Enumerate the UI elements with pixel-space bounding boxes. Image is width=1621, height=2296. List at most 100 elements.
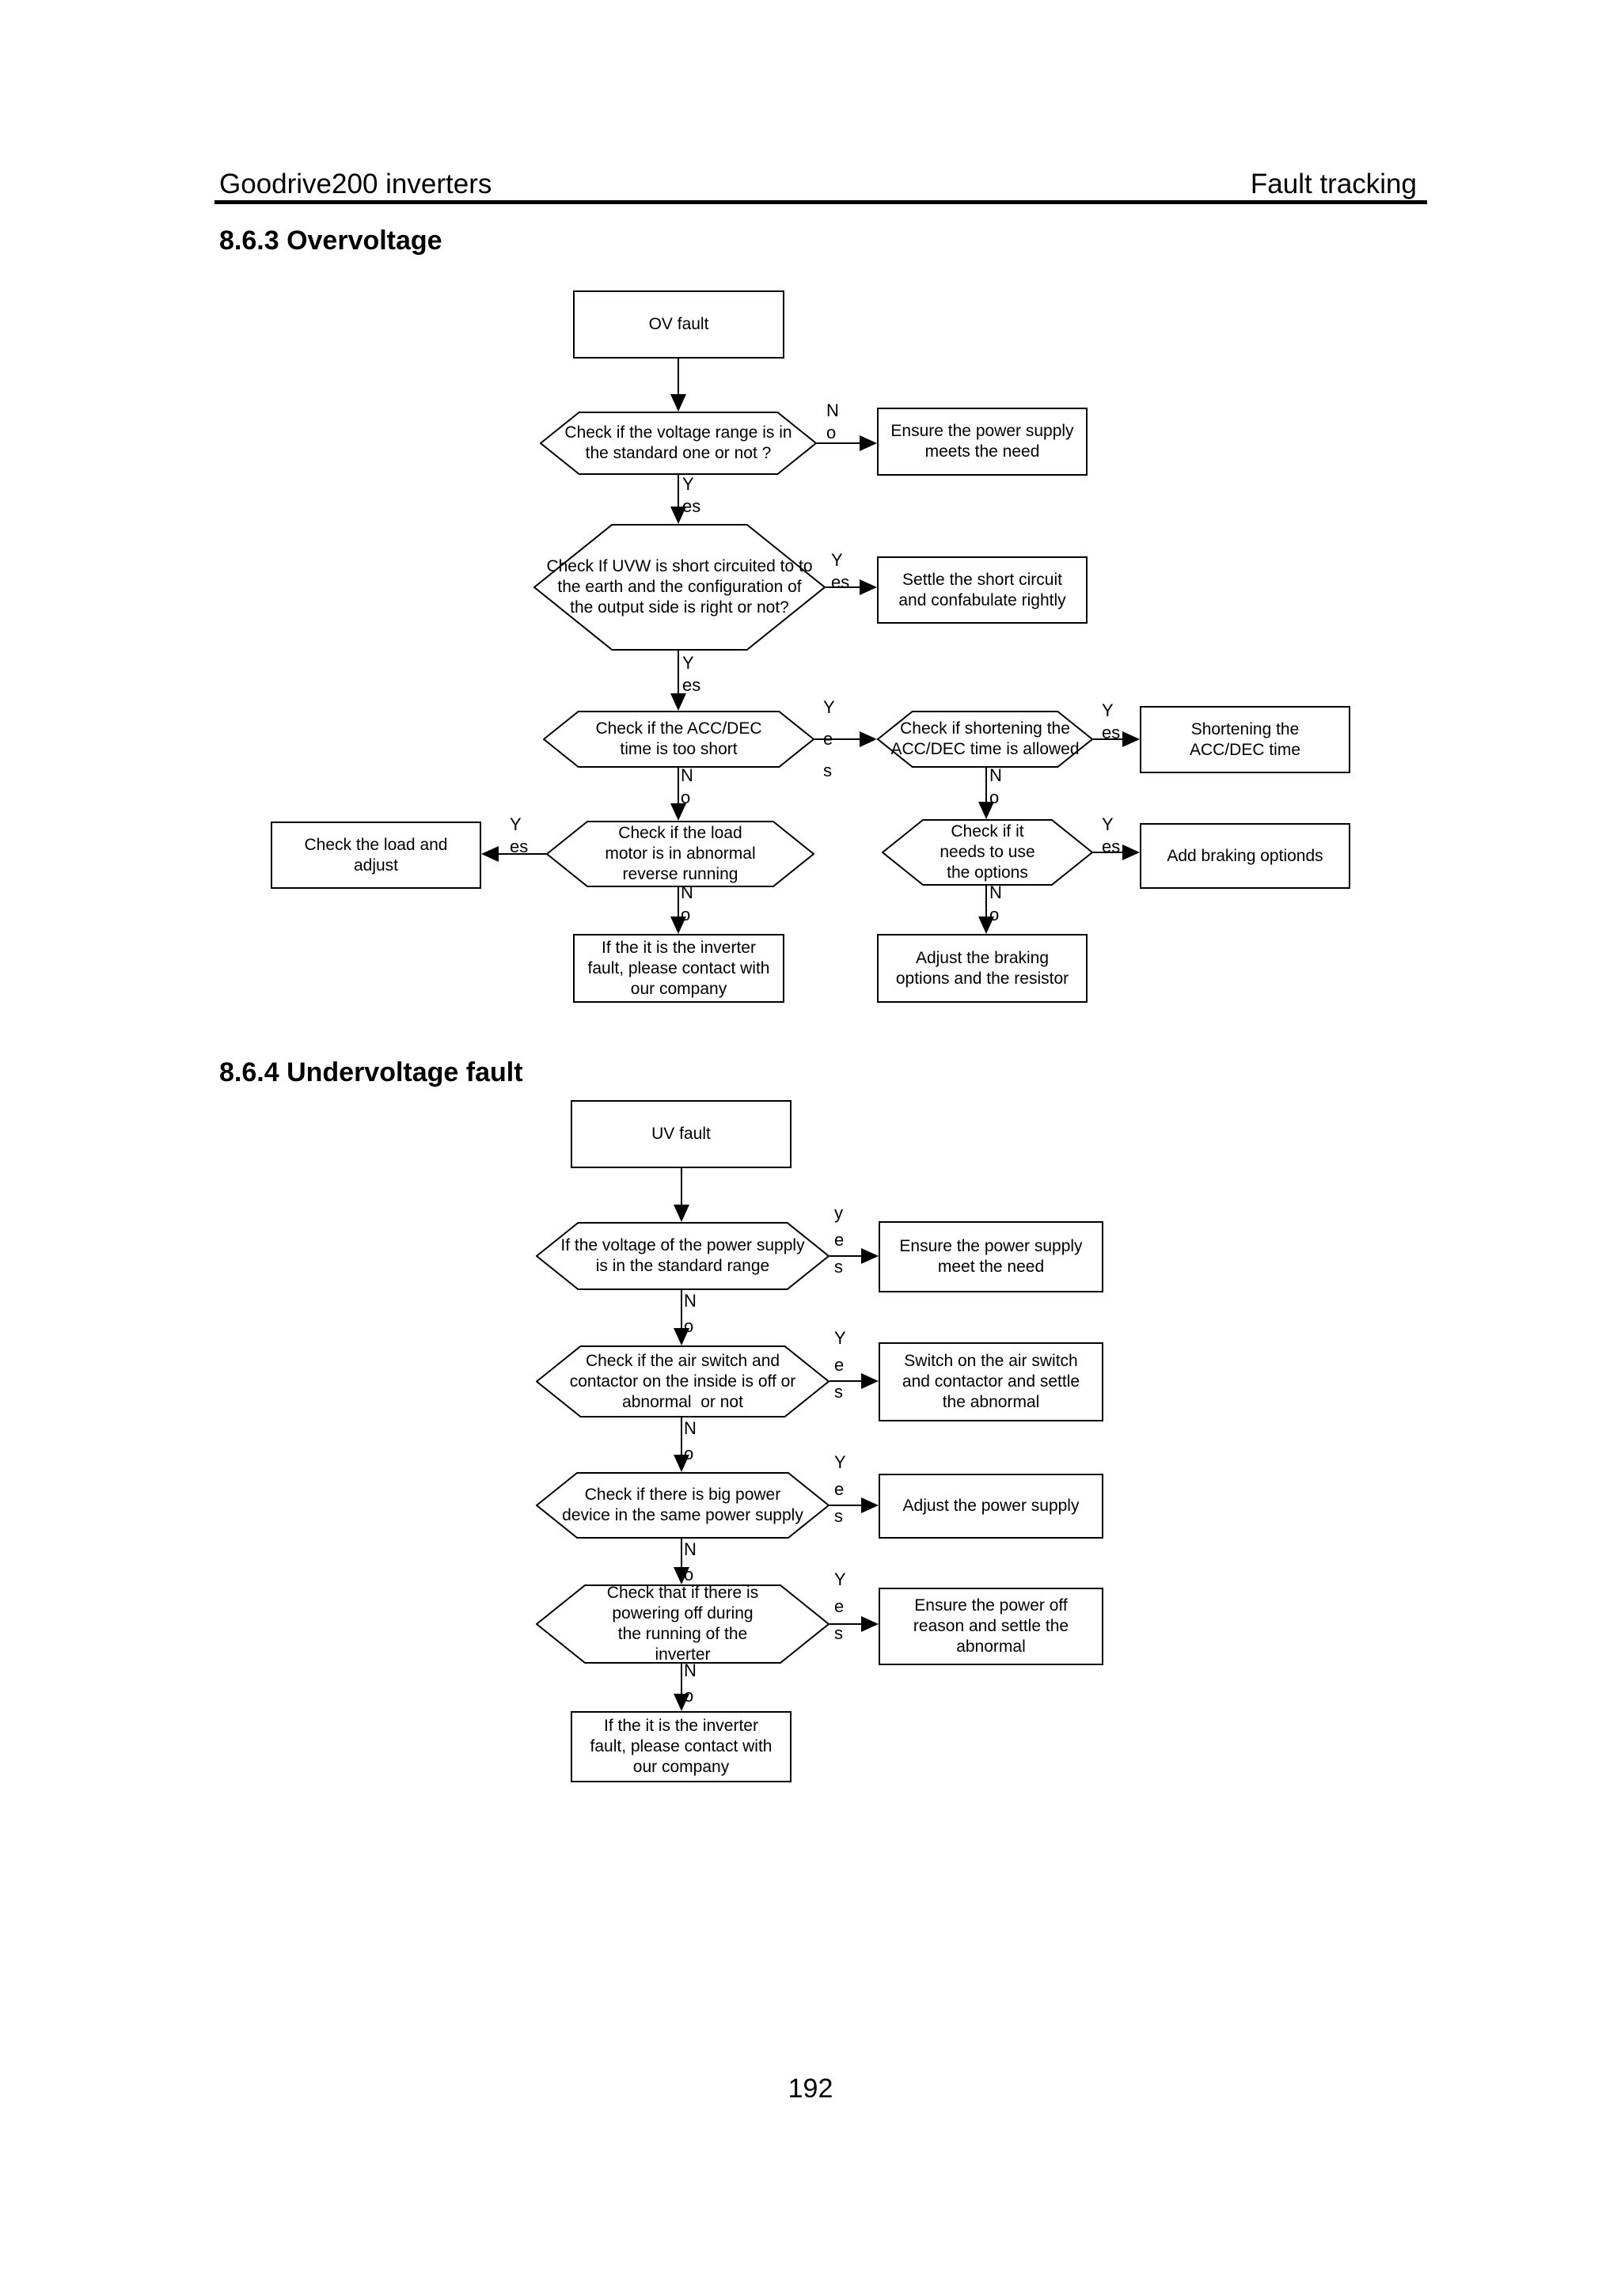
flow-line xyxy=(814,738,860,740)
arrowhead-right-icon xyxy=(860,579,877,595)
flow-line xyxy=(1093,738,1122,740)
branch-label-yes: y e s xyxy=(834,1203,845,1277)
hexagon-shape xyxy=(877,711,1093,768)
node-label: Add braking optionds xyxy=(1167,846,1323,865)
arrowhead-down-icon xyxy=(670,917,686,934)
node-label: Check if the ACC/DEC time is too short xyxy=(595,719,762,758)
flow-line xyxy=(829,1255,861,1257)
section-heading-overvoltage: 8.6.3 Overvoltage xyxy=(219,226,442,256)
section-heading-undervoltage: 8.6.4 Undervoltage fault xyxy=(219,1057,523,1087)
hexagon-shape xyxy=(536,1472,829,1539)
node-label: Adjust the power supply xyxy=(902,1497,1080,1515)
arrowhead-left-icon xyxy=(481,846,499,862)
branch-label-no: N o xyxy=(681,765,693,807)
header-left-title: Goodrive200 inverters xyxy=(219,169,492,199)
flow-line xyxy=(681,1417,682,1455)
end-node-contact-company-ov: If the it is the inverter fault, please … xyxy=(573,934,784,1003)
branch-label-yes: Y es xyxy=(682,474,701,516)
decision-check-need-options: Check if it needs to use the options xyxy=(882,819,1093,886)
arrowhead-down-icon xyxy=(674,1567,689,1584)
hexagon-shape xyxy=(546,821,814,887)
branch-label-yes: Y e s xyxy=(834,1452,846,1526)
flow-line xyxy=(681,1539,682,1567)
node-label: If the voltage of the power supply is in… xyxy=(560,1236,805,1275)
flow-line xyxy=(499,853,546,855)
node-label: Check if there is big power device in th… xyxy=(562,1486,803,1524)
flow-line xyxy=(985,768,987,802)
action-add-braking-options: Add braking optionds xyxy=(1140,823,1350,889)
arrowhead-down-icon xyxy=(978,802,994,819)
hexagon-shape xyxy=(533,524,826,651)
node-label: If the it is the inverter fault, please … xyxy=(590,1717,773,1776)
action-ensure-power-supply-meet: Ensure the power supply meet the need xyxy=(879,1221,1103,1292)
action-settle-short-circuit: Settle the short circuit and confabulate… xyxy=(877,556,1088,624)
decision-check-powering-off: Check that if there is powering off duri… xyxy=(536,1584,829,1664)
flow-line xyxy=(678,359,679,394)
header-right-title: Fault tracking xyxy=(1250,169,1417,199)
flow-line xyxy=(985,886,987,917)
hexagon-shape xyxy=(536,1584,829,1664)
node-label: Ensure the power supply meet the need xyxy=(899,1237,1083,1276)
branch-label-yes: Y e s xyxy=(834,1328,846,1402)
arrowhead-down-icon xyxy=(670,394,686,412)
arrowhead-down-icon xyxy=(674,1205,689,1222)
decision-check-air-switch: Check if the air switch and contactor on… xyxy=(536,1345,829,1417)
action-ensure-power-off-reason: Ensure the power off reason and settle t… xyxy=(879,1588,1103,1665)
arrowhead-down-icon xyxy=(670,507,686,524)
flow-line xyxy=(678,475,679,507)
action-check-load-adjust: Check the load and adjust xyxy=(271,822,481,889)
node-label: If the it is the inverter fault, please … xyxy=(587,938,770,998)
arrowhead-down-icon xyxy=(674,1455,689,1472)
branch-label-yes: Y e s xyxy=(834,1569,846,1643)
flow-line xyxy=(829,1380,861,1382)
node-label: Shortening the ACC/DEC time xyxy=(1189,719,1301,759)
arrowhead-right-icon xyxy=(860,731,877,747)
decision-check-voltage-range: Check if the voltage range is in the sta… xyxy=(540,412,817,475)
node-label: Check if the load motor is in abnormal r… xyxy=(605,824,756,883)
action-switch-on-air-switch: Switch on the air switch and contactor a… xyxy=(879,1342,1103,1421)
flow-line xyxy=(817,442,860,444)
arrowhead-right-icon xyxy=(861,1497,879,1513)
arrowhead-down-icon xyxy=(978,917,994,934)
node-label: Adjust the braking options and the resis… xyxy=(895,948,1069,988)
node-label: Ensure the power off reason and settle t… xyxy=(913,1596,1069,1656)
flow-line xyxy=(678,887,679,917)
arrowhead-right-icon xyxy=(860,435,877,451)
flow-line xyxy=(681,1168,682,1205)
hexagon-shape xyxy=(543,711,814,768)
branch-label-no: N o xyxy=(989,882,1002,924)
header-rule xyxy=(214,200,1427,204)
branch-label-yes: Y es xyxy=(831,550,850,592)
node-label: OV fault xyxy=(648,315,709,333)
end-node-contact-company-uv: If the it is the inverter fault, please … xyxy=(571,1711,792,1782)
action-adjust-power-supply: Adjust the power supply xyxy=(879,1474,1103,1539)
arrowhead-right-icon xyxy=(1122,844,1140,860)
node-label: Check if the voltage range is in the sta… xyxy=(564,423,792,462)
hexagon-shape xyxy=(536,1222,829,1290)
node-label: UV fault xyxy=(651,1125,711,1143)
flow-line xyxy=(829,1505,861,1506)
hexagon-shape xyxy=(882,819,1093,886)
action-shortening-accdec: Shortening the ACC/DEC time xyxy=(1140,706,1350,773)
hexagon-shape xyxy=(540,412,817,475)
branch-label-yes: Y e s xyxy=(823,697,835,780)
branch-label-no: N o xyxy=(684,1539,697,1584)
branch-label-yes: Y es xyxy=(1102,700,1121,742)
arrowhead-down-icon xyxy=(674,1328,689,1345)
page-number: 192 xyxy=(788,2074,833,2104)
branch-label-yes: Y es xyxy=(1102,814,1121,856)
flow-line xyxy=(826,586,860,588)
node-label: Check If UVW is short circuited to to th… xyxy=(546,557,813,617)
node-label: Switch on the air switch and contactor a… xyxy=(902,1352,1080,1411)
decision-check-load-motor: Check if the load motor is in abnormal r… xyxy=(546,821,814,887)
branch-label-no: N o xyxy=(989,765,1002,807)
start-node-uv-fault: UV fault xyxy=(571,1100,792,1168)
node-label: Ensure the power supply meets the need xyxy=(890,422,1074,461)
branch-label-yes: Y es xyxy=(682,653,701,695)
branch-label-no: N o xyxy=(684,1291,697,1336)
node-label: Check if the air switch and contactor on… xyxy=(569,1351,796,1411)
node-label: Check if shortening the ACC/DEC time is … xyxy=(890,719,1080,758)
flow-line xyxy=(681,1290,682,1328)
node-label: Settle the short circuit and confabulate… xyxy=(898,570,1066,609)
hexagon-shape xyxy=(536,1345,829,1417)
